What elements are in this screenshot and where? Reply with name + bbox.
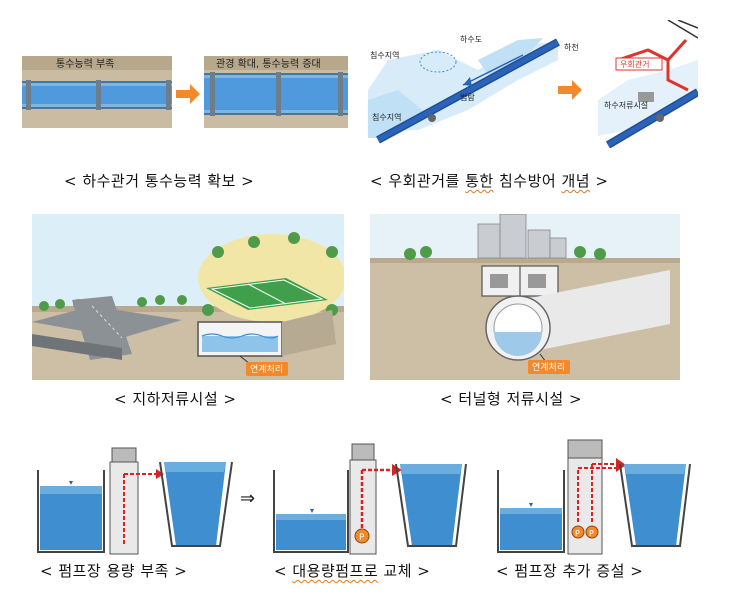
transition-arrow: ⇒ — [240, 488, 256, 509]
caption-bypass-concept: < 우회관거를 통한 침수방어 개념 > — [370, 170, 608, 191]
caption-replace-squig: 대용량펌프로 — [292, 562, 379, 580]
caption-replace-post: 교체 > — [378, 562, 431, 580]
caption-bypass-post: 침수방어 — [493, 172, 562, 190]
caption-pump-replace: < 대용량펌프로 교체 > — [274, 560, 430, 581]
label-flood-area2: 침수지역 — [372, 112, 401, 122]
caption-tunnel-storage: < 터널형 저류시설 > — [440, 390, 583, 408]
underground-storage-diagram: 연계처리 — [32, 214, 344, 380]
pump-replace-diagram: P — [272, 440, 468, 556]
tunnel-storage-diagram: 연계처리 — [370, 214, 680, 380]
pump-shortage-diagram — [36, 440, 236, 556]
caption-bypass-pre: < 우회관거를 — [370, 172, 466, 190]
label-bypass: 우회관거 — [620, 59, 649, 69]
caption-pump-shortage: < 펌프장 용량 부족 > — [40, 562, 188, 580]
caption-bypass-squig: 통한 — [465, 172, 494, 190]
bypass-concept-diagram: 침수지역 하수도 하천 범람 침수지역 우회관거 하수저류시설 — [368, 20, 698, 148]
label-link-treat: 연계처리 — [250, 363, 283, 375]
label-pump-p1: P — [359, 533, 365, 543]
label-overflow: 범람 — [460, 92, 475, 102]
caption-bypass-squig2: 개념 — [561, 172, 591, 190]
label-storage-fac: 하수저류시설 — [604, 100, 648, 110]
caption-pump-add: < 펌프장 추가 증설 > — [496, 562, 644, 580]
pipe-capacity-diagram: 통수능력 부족 관경 확대, 통수능력 증대 — [20, 54, 350, 134]
label-link-treat2: 연계처리 — [532, 361, 565, 373]
caption-replace-pre: < — [274, 562, 293, 580]
label-pump-p2: P — [575, 529, 580, 538]
caption-underground-storage: < 지하저류시설 > — [114, 390, 237, 408]
label-river: 하천 — [564, 42, 579, 52]
caption-pipe-capacity: < 하수관거 통수능력 확보 > — [64, 172, 255, 190]
label-sewer: 하수도 — [460, 34, 482, 44]
pump-add-diagram: P P — [496, 436, 692, 556]
label-flood-area: 침수지역 — [370, 50, 399, 60]
caption-bypass-end: > — [590, 172, 609, 190]
label-pump-p3: P — [589, 529, 594, 538]
label-lack: 통수능력 부족 — [56, 58, 114, 70]
label-expand: 관경 확대, 통수능력 증대 — [216, 57, 321, 70]
